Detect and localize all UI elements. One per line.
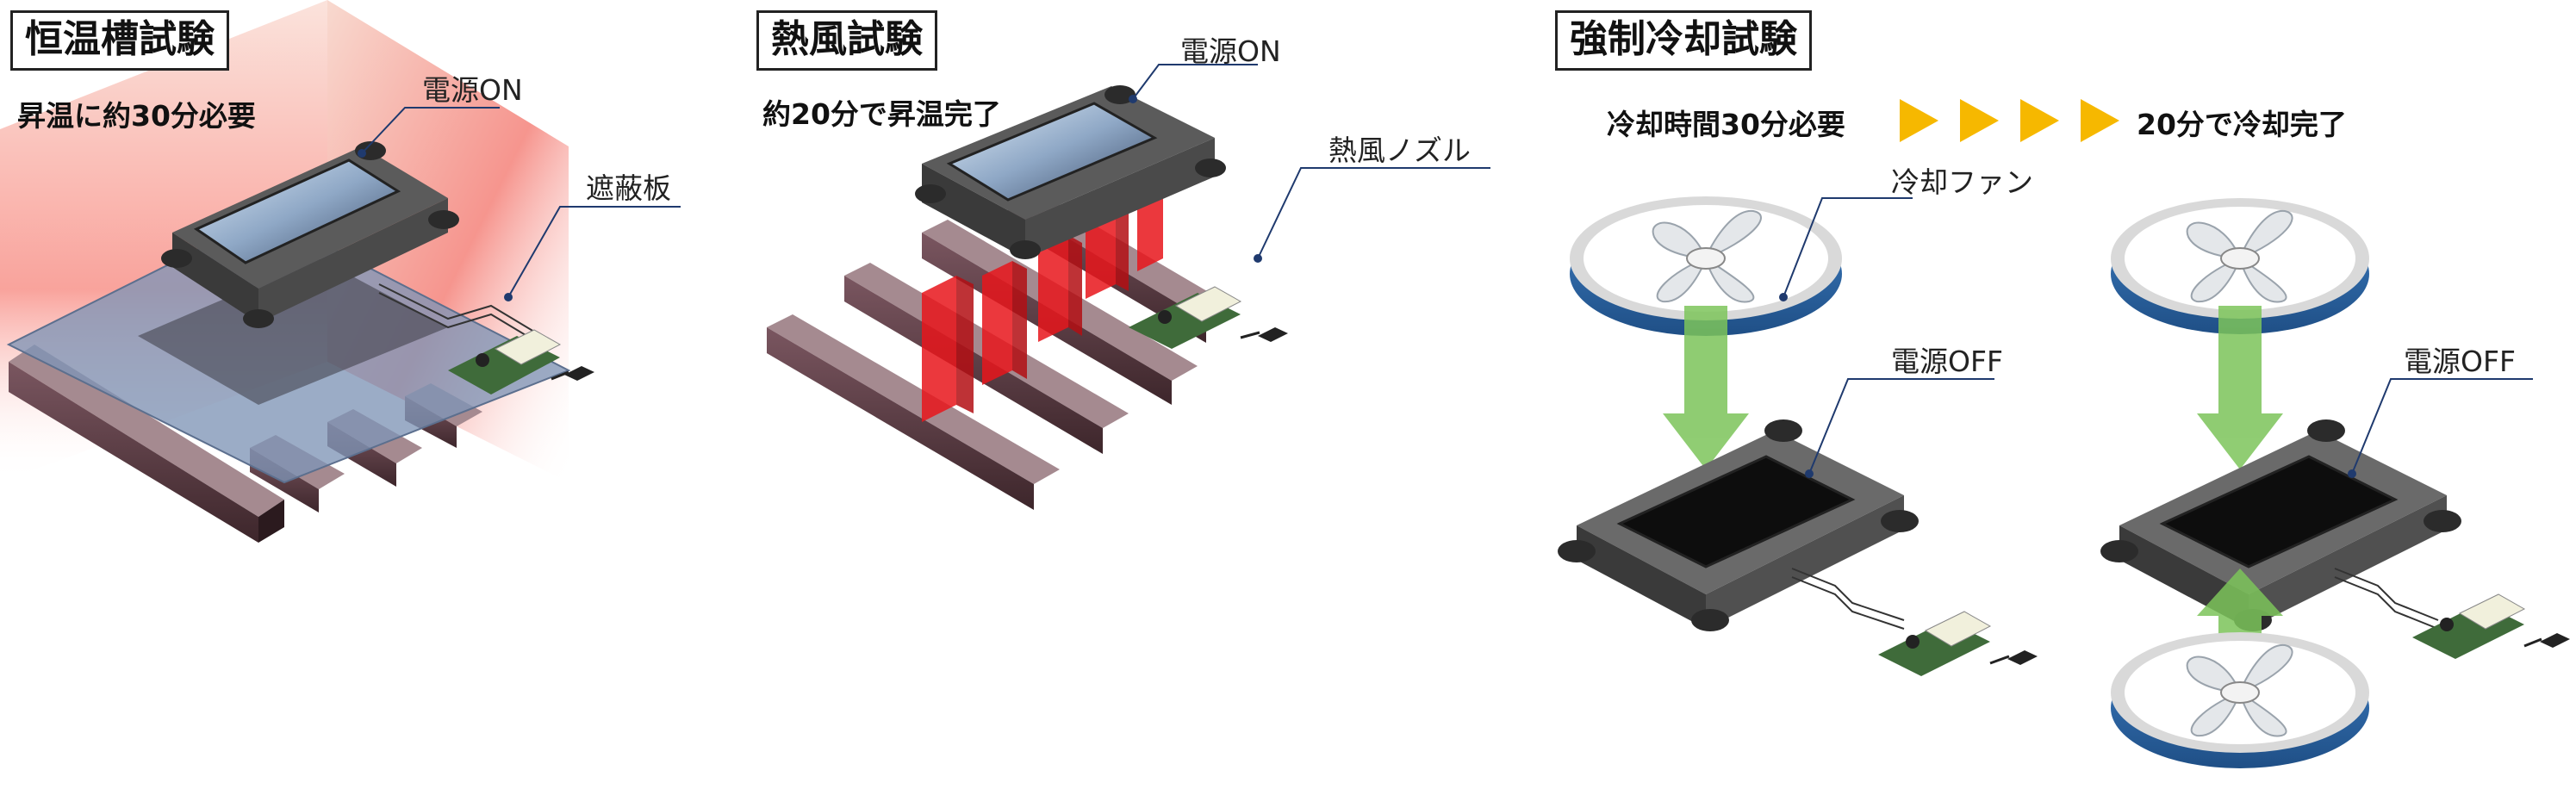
title-hot-air-test: 熱風試験 xyxy=(756,10,937,71)
cable-and-board xyxy=(378,283,594,394)
cooling-fan-icon xyxy=(1570,196,1842,336)
cooling-setup-left xyxy=(1558,196,2038,676)
callout-power-off-left: 電源OFF xyxy=(1891,345,2003,378)
airflow-arrow xyxy=(2197,306,2283,469)
cable-and-board xyxy=(2334,568,2570,659)
device-unit-off xyxy=(2100,419,2461,631)
subtitle-chamber-heatup: 昇温に約30分必要 xyxy=(17,99,256,133)
comparison-arrows xyxy=(1900,99,2119,142)
device-unit-on xyxy=(161,141,459,328)
chevron-arrow-1 xyxy=(1900,99,1938,142)
chamber-illustration xyxy=(0,0,681,543)
cooling-fan-icon xyxy=(2111,198,2369,334)
leader-power-off-left xyxy=(1808,378,1994,475)
forced-cooling-test-panel: 強制冷却試験 冷却時間30分必要 20分で冷却完了 冷却ファン 電源OFF 電源… xyxy=(1525,0,2576,789)
cable-and-board xyxy=(1791,568,2038,676)
subtitle-hot-air-heatup: 約20分で昇温完了 xyxy=(762,97,1001,131)
leader-shield xyxy=(507,206,681,298)
cooling-time-before: 冷却時間30分必要 xyxy=(1607,108,1845,141)
device-unit-on xyxy=(915,85,1226,259)
cooling-setup-right xyxy=(2100,198,2570,768)
cable-and-board xyxy=(1129,286,1288,349)
title-chamber-test: 恒温槽試験 xyxy=(10,10,229,71)
device-screen xyxy=(193,158,401,264)
device-screen-off xyxy=(1616,455,1856,568)
leader-cooling-fan xyxy=(1783,197,1913,298)
chevron-arrow-2 xyxy=(1960,99,1999,142)
callout-power-on: 電源ON xyxy=(1180,34,1281,68)
device-screen xyxy=(946,102,1158,202)
cooling-fan-icon xyxy=(2111,632,2369,768)
leader-power-off-right xyxy=(2351,378,2533,475)
device-unit-off xyxy=(1558,419,1919,631)
callout-shield-plate: 遮蔽板 xyxy=(586,171,671,205)
callout-power-off-right: 電源OFF xyxy=(2404,345,2516,378)
hot-air-test-panel: 熱風試験 約20分で昇温完了 電源ON 熱風ノズル xyxy=(750,0,1525,789)
callout-power-on: 電源ON xyxy=(422,73,523,107)
title-forced-cooling-test: 強制冷却試験 xyxy=(1555,10,1812,71)
thermostatic-chamber-test-panel: 恒温槽試験 昇温に約30分必要 電源ON 遮蔽板 xyxy=(0,0,750,789)
chevron-arrow-3 xyxy=(2020,99,2059,142)
leader-power-on xyxy=(1132,64,1258,100)
callout-cooling-fan: 冷却ファン xyxy=(1891,165,2033,199)
cooling-illustration xyxy=(1558,99,2570,768)
callout-hot-air-nozzle: 熱風ノズル xyxy=(1328,134,1471,167)
leader-power-on xyxy=(361,107,500,154)
chevron-arrow-4 xyxy=(2081,99,2119,142)
cooling-time-after: 20分で冷却完了 xyxy=(2137,108,2347,141)
hot-air-illustration xyxy=(767,64,1490,510)
device-screen-off xyxy=(2159,455,2399,568)
leader-nozzle xyxy=(1257,167,1490,259)
airflow-arrow xyxy=(1663,306,1749,469)
